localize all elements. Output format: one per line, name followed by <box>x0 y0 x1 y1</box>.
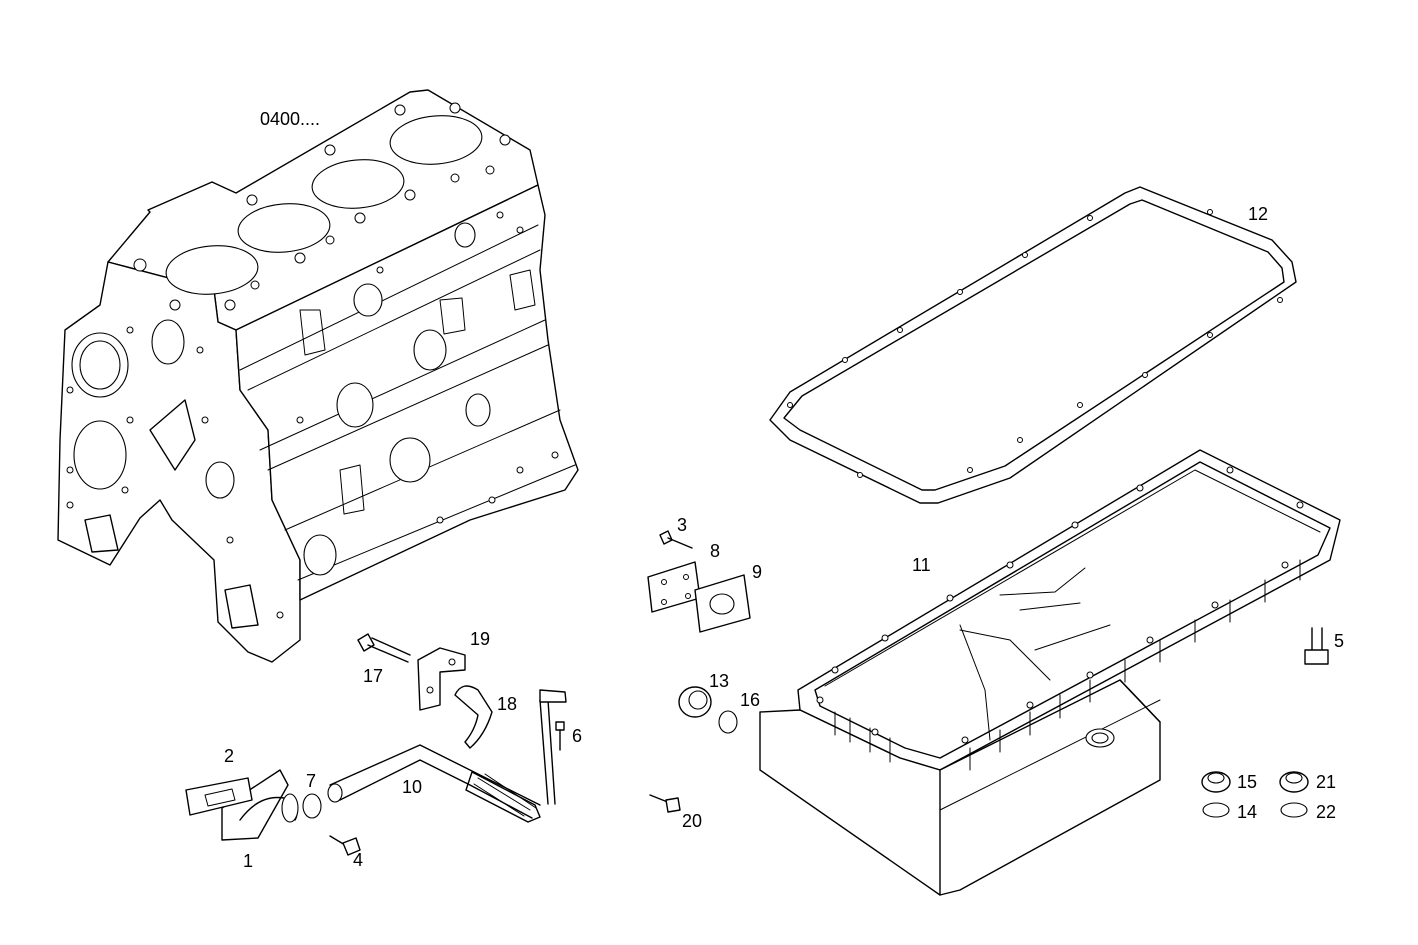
seal-ring-16[interactable] <box>718 710 738 734</box>
elbow-gasket[interactable] <box>185 777 253 816</box>
cover-plate-8[interactable] <box>647 561 701 613</box>
callout-17: 17 <box>363 666 383 686</box>
callout-20: 20 <box>682 811 702 831</box>
screw-4[interactable] <box>329 835 361 856</box>
screw-17[interactable] <box>357 633 411 663</box>
assembly-ref-label: 0400.... <box>260 109 320 129</box>
callout-14: 14 <box>1237 802 1257 822</box>
callout-19: 19 <box>470 629 490 649</box>
screw-20[interactable] <box>649 794 681 813</box>
callout-8: 8 <box>710 541 720 561</box>
callout-15: 15 <box>1237 772 1257 792</box>
callout-3: 3 <box>677 515 687 535</box>
suction-elbow[interactable] <box>221 769 299 841</box>
callout-18: 18 <box>497 694 517 714</box>
callout-4: 4 <box>353 850 363 870</box>
cover-gasket-9[interactable] <box>694 574 751 633</box>
callout-7: 7 <box>306 771 316 791</box>
callout-11: 11 <box>912 555 931 575</box>
callout-6: 6 <box>572 726 582 746</box>
oil-pan-gasket[interactable] <box>769 186 1297 504</box>
callout-22: 22 <box>1316 802 1336 822</box>
suction-pipe[interactable] <box>327 689 567 823</box>
o-ring-7[interactable] <box>302 793 322 819</box>
callout-13: 13 <box>709 671 729 691</box>
washer-14[interactable] <box>1202 802 1230 818</box>
screw-5[interactable] <box>1304 627 1329 665</box>
clip-18[interactable] <box>454 685 493 749</box>
drain-plug-21[interactable] <box>1279 771 1309 793</box>
oil-pan[interactable] <box>759 449 1341 896</box>
drain-plug-15[interactable] <box>1201 771 1231 793</box>
screw-6[interactable] <box>555 721 565 751</box>
callout-12: 12 <box>1248 204 1268 224</box>
washer-22[interactable] <box>1280 802 1308 818</box>
callout-16: 16 <box>740 690 760 710</box>
bracket-19[interactable] <box>417 647 466 711</box>
callout-5: 5 <box>1334 631 1344 651</box>
callout-21: 21 <box>1316 772 1336 792</box>
callout-9: 9 <box>752 562 762 582</box>
callout-2: 2 <box>224 746 234 766</box>
plug-13[interactable] <box>678 686 712 718</box>
engine-block[interactable] <box>57 89 579 663</box>
callout-1: 1 <box>243 851 253 871</box>
screw-3[interactable] <box>659 530 693 549</box>
callout-10: 10 <box>402 777 422 797</box>
